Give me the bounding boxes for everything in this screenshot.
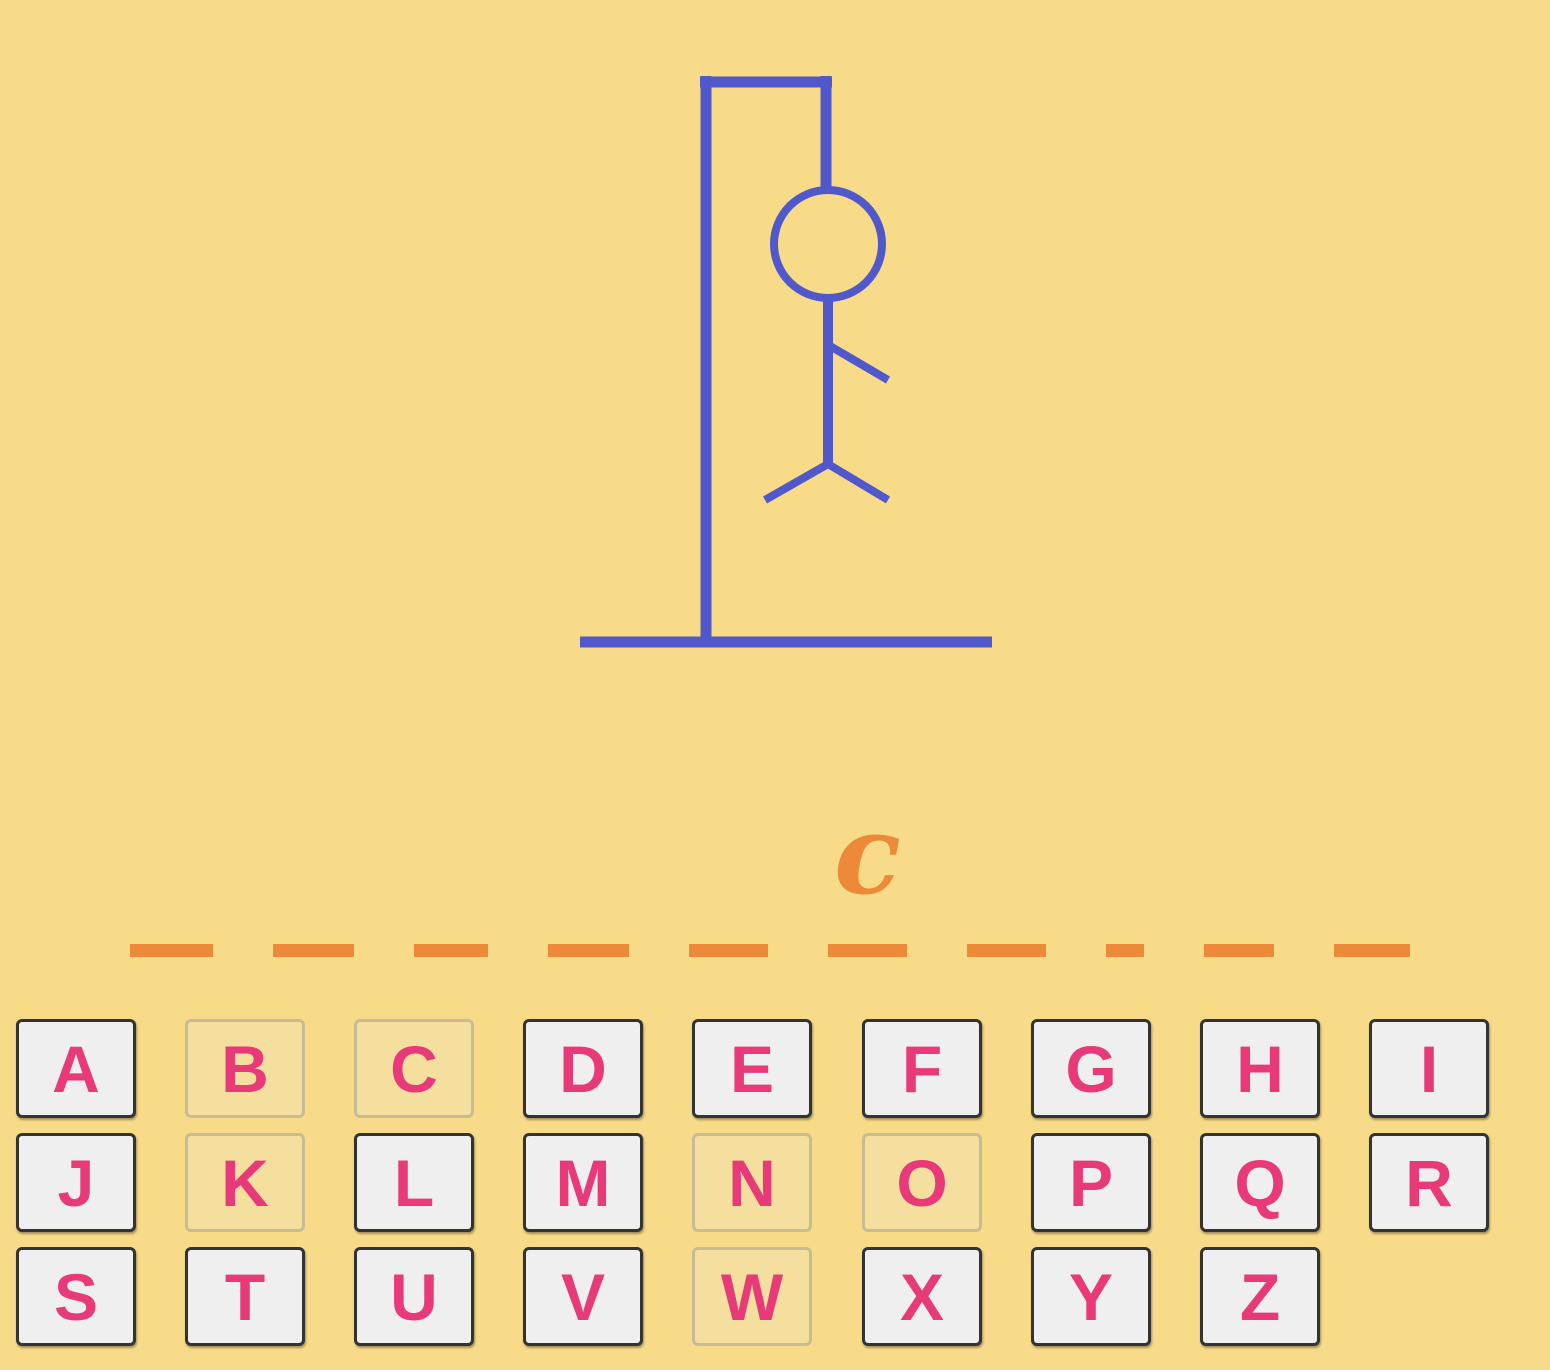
key-n[interactable]: N	[692, 1133, 812, 1232]
hangman-left-leg	[763, 460, 830, 504]
key-f[interactable]: F	[862, 1019, 982, 1118]
key-d[interactable]: D	[523, 1019, 643, 1118]
key-h[interactable]: H	[1200, 1019, 1320, 1118]
key-l[interactable]: L	[354, 1133, 474, 1232]
letter-slot-dash	[967, 944, 1046, 957]
key-r[interactable]: R	[1369, 1133, 1489, 1232]
key-t[interactable]: T	[185, 1247, 305, 1346]
key-b[interactable]: B	[185, 1019, 305, 1118]
hangman-right-arm	[827, 342, 891, 384]
letter-slot-dash	[414, 944, 488, 957]
key-g[interactable]: G	[1031, 1019, 1151, 1118]
key-k[interactable]: K	[185, 1133, 305, 1232]
letter-slot-dash	[1106, 944, 1144, 957]
key-m[interactable]: M	[523, 1133, 643, 1232]
key-q[interactable]: Q	[1200, 1133, 1320, 1232]
hangman-head	[770, 186, 886, 302]
letter-slot-dash	[130, 944, 213, 957]
hangman-drawing	[580, 76, 992, 648]
key-u[interactable]: U	[354, 1247, 474, 1346]
key-a[interactable]: A	[16, 1019, 136, 1118]
key-i[interactable]: I	[1369, 1019, 1489, 1118]
revealed-letter: c	[834, 790, 901, 919]
letter-slot-dash	[273, 944, 354, 957]
key-v[interactable]: V	[523, 1247, 643, 1346]
letter-slot-dash	[828, 944, 907, 957]
key-w[interactable]: W	[692, 1247, 812, 1346]
letter-slot-dash	[1204, 944, 1274, 957]
letter-slot-dash	[1334, 944, 1410, 957]
key-p[interactable]: P	[1031, 1133, 1151, 1232]
key-o[interactable]: O	[862, 1133, 982, 1232]
key-y[interactable]: Y	[1031, 1247, 1151, 1346]
letter-slot-dash	[689, 944, 768, 957]
key-j[interactable]: J	[16, 1133, 136, 1232]
key-z[interactable]: Z	[1200, 1247, 1320, 1346]
key-x[interactable]: X	[862, 1247, 982, 1346]
key-e[interactable]: E	[692, 1019, 812, 1118]
key-s[interactable]: S	[16, 1247, 136, 1346]
letter-slot-dash	[548, 944, 629, 957]
hangman-right-leg	[825, 460, 891, 504]
key-c[interactable]: C	[354, 1019, 474, 1118]
